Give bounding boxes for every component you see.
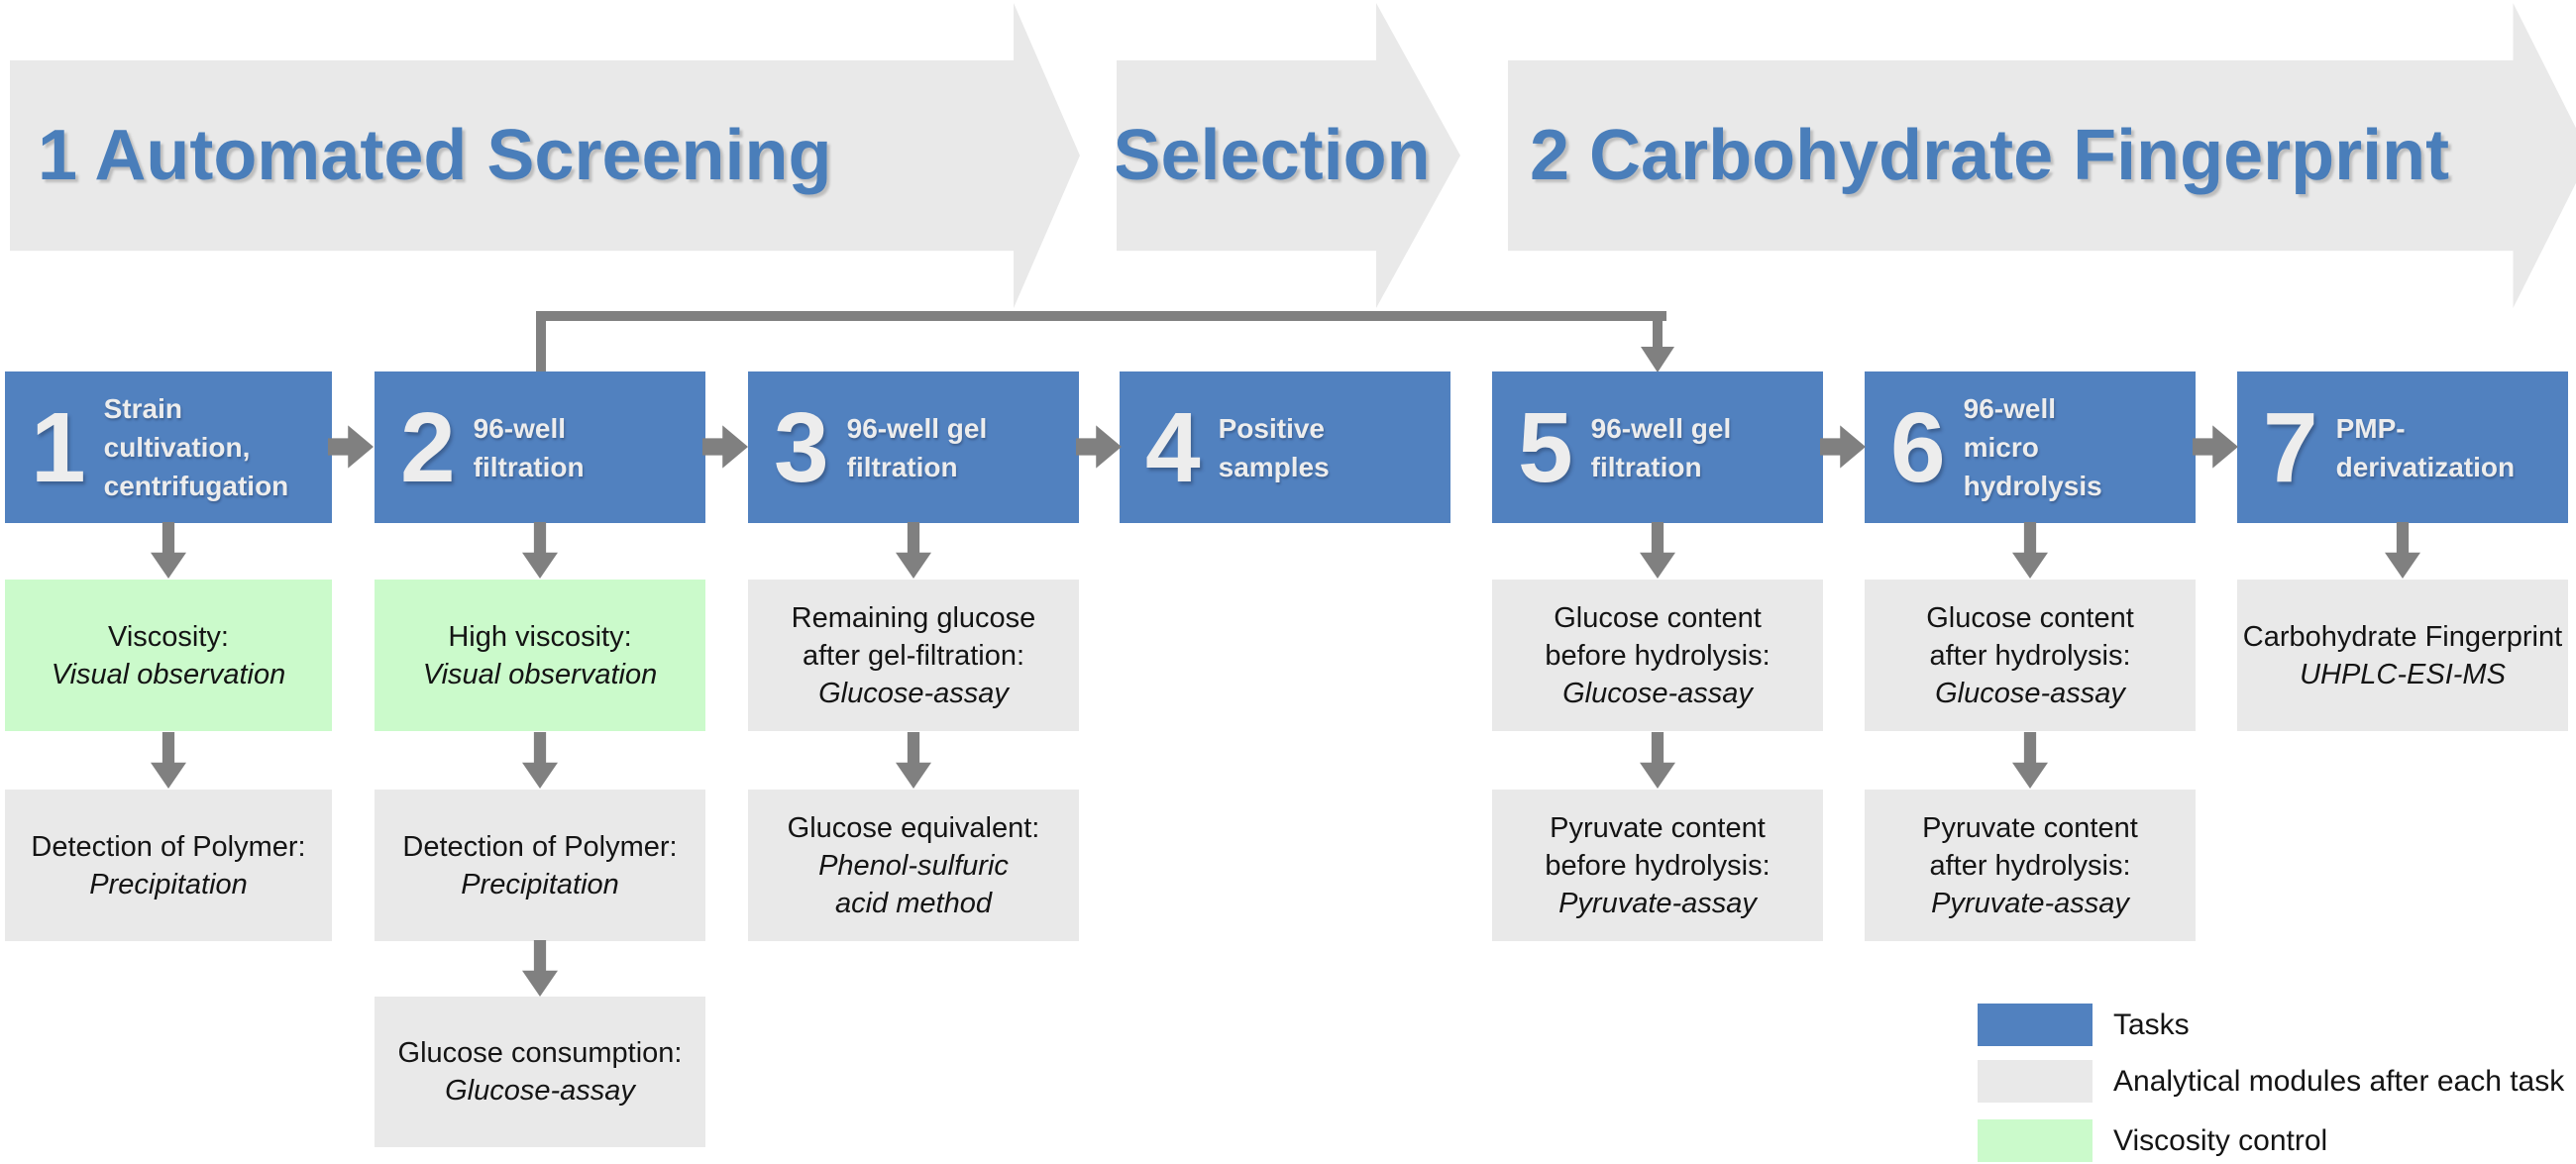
legend-swatch-analytical-modules bbox=[1978, 1060, 2093, 1103]
module-glucose-equivalent-method: Phenol-sulfuric acid method bbox=[818, 849, 1009, 919]
arrow-down-module1-icon bbox=[151, 732, 186, 789]
arrow-task6-to-task7-icon bbox=[2193, 425, 2238, 469]
task-4-number: 4 bbox=[1145, 391, 1201, 503]
arrow-down-task5-icon bbox=[1640, 522, 1675, 579]
module-viscosity: Viscosity: Visual observation bbox=[5, 580, 332, 731]
module-remaining-glucose-method: Glucose-assay bbox=[818, 677, 1009, 709]
module-pyruvate-after-method: Pyruvate-assay bbox=[1931, 887, 2129, 919]
module-detection-2-method: Precipitation bbox=[461, 868, 619, 900]
banner-selection: Selection bbox=[1117, 3, 1460, 308]
module-glucose-after-title: Glucose content after hydrolysis: bbox=[1926, 601, 2134, 672]
task-6-label: 96-well micro hydrolysis bbox=[1963, 393, 2102, 501]
module-glucose-before-hydrolysis: Glucose content before hydrolysis: Gluco… bbox=[1492, 580, 1823, 731]
module-glucose-consumption-title: Glucose consumption: bbox=[397, 1037, 683, 1069]
task-box-7: 7 PMP- derivatization bbox=[2237, 371, 2568, 523]
arrow-task5-to-task6-icon bbox=[1820, 425, 1866, 469]
module-glucose-consumption: Glucose consumption: Glucose-assay bbox=[375, 997, 705, 1147]
module-detection-polymer-1: Detection of Polymer: Precipitation bbox=[5, 790, 332, 941]
legend-label-analytical-modules: Analytical modules after each task bbox=[2113, 1065, 2565, 1098]
legend-label-tasks: Tasks bbox=[2113, 1008, 2190, 1041]
task-box-3: 3 96-well gel filtration bbox=[748, 371, 1079, 523]
module-detection-2-title: Detection of Polymer: bbox=[402, 830, 678, 863]
task-6-number: 6 bbox=[1890, 391, 1946, 503]
module-detection-1-method: Precipitation bbox=[89, 868, 248, 900]
module-glucose-equivalent-title: Glucose equivalent: bbox=[787, 811, 1040, 844]
module-glucose-before-method: Glucose-assay bbox=[1562, 677, 1753, 709]
arrow-task2-to-task3-icon bbox=[702, 425, 748, 469]
module-pyruvate-after-title: Pyruvate content after hydrolysis: bbox=[1922, 811, 2138, 882]
banner-automated-screening-label: 1 Automated Screening bbox=[38, 116, 832, 195]
task-7-label: PMP- derivatization bbox=[2335, 412, 2516, 482]
module-fingerprint-method: UHPLC-ESI-MS bbox=[2300, 658, 2506, 690]
module-remaining-glucose-title: Remaining glucose after gel-filtration: bbox=[791, 601, 1036, 672]
arrow-task1-to-task2-icon bbox=[328, 425, 374, 469]
task-box-1: 1 Strain cultivation, centrifugation bbox=[5, 371, 332, 523]
legend-swatch-viscosity-control bbox=[1978, 1119, 2093, 1162]
task-box-5: 5 96-well gel filtration bbox=[1492, 371, 1823, 523]
banner-selection-label: Selection bbox=[1113, 116, 1431, 195]
arrow-down-module2-icon bbox=[522, 732, 558, 789]
module-high-viscosity-method: Visual observation bbox=[422, 658, 658, 690]
module-detection-1-title: Detection of Polymer: bbox=[31, 830, 306, 863]
module-pyruvate-after-hydrolysis: Pyruvate content after hydrolysis: Pyruv… bbox=[1865, 790, 2196, 941]
module-carbohydrate-fingerprint: Carbohydrate Fingerprint UHPLC-ESI-MS bbox=[2237, 580, 2568, 731]
selection-connector-arrowhead-icon bbox=[1641, 347, 1674, 372]
module-pyruvate-before-method: Pyruvate-assay bbox=[1558, 887, 1757, 919]
arrow-down-module5-icon bbox=[1640, 732, 1675, 789]
arrow-down-module2b-icon bbox=[522, 940, 558, 997]
arrow-down-task1-icon bbox=[151, 522, 186, 579]
arrow-down-task6-icon bbox=[2012, 522, 2048, 579]
module-viscosity-method: Visual observation bbox=[51, 658, 286, 690]
legend-label-viscosity-control: Viscosity control bbox=[2113, 1124, 2328, 1157]
task-box-4: 4 Positive samples bbox=[1120, 371, 1450, 523]
arrow-down-task2-icon bbox=[522, 522, 558, 579]
task-3-label: 96-well gel filtration bbox=[846, 412, 988, 482]
module-pyruvate-before-title: Pyruvate content before hydrolysis: bbox=[1545, 811, 1771, 882]
module-glucose-equivalent: Glucose equivalent: Phenol-sulfuric acid… bbox=[748, 790, 1079, 941]
banner-carbohydrate-fingerprint-label: 2 Carbohydrate Fingerprint bbox=[1530, 116, 2450, 195]
module-high-viscosity-title: High viscosity: bbox=[448, 620, 632, 653]
task-5-label: 96-well gel filtration bbox=[1590, 412, 1732, 482]
module-glucose-after-method: Glucose-assay bbox=[1935, 677, 2125, 709]
module-detection-polymer-2: Detection of Polymer: Precipitation bbox=[375, 790, 705, 941]
task-5-number: 5 bbox=[1518, 391, 1573, 503]
banner-carbohydrate-fingerprint: 2 Carbohydrate Fingerprint bbox=[1508, 3, 2576, 308]
task-4-label: Positive samples bbox=[1218, 412, 1330, 482]
task-2-number: 2 bbox=[400, 391, 456, 503]
task-1-label: Strain cultivation, centrifugation bbox=[103, 393, 289, 501]
module-remaining-glucose: Remaining glucose after gel-filtration: … bbox=[748, 580, 1079, 731]
module-glucose-consumption-method: Glucose-assay bbox=[445, 1075, 635, 1107]
banner-automated-screening: 1 Automated Screening bbox=[10, 3, 1080, 308]
arrow-down-module6-icon bbox=[2012, 732, 2048, 789]
module-high-viscosity: High viscosity: Visual observation bbox=[375, 580, 705, 731]
arrow-task3-to-task4-icon bbox=[1076, 425, 1122, 469]
arrow-down-task7-icon bbox=[2385, 522, 2420, 579]
arrow-down-module3-icon bbox=[896, 732, 931, 789]
module-pyruvate-before-hydrolysis: Pyruvate content before hydrolysis: Pyru… bbox=[1492, 790, 1823, 941]
selection-connector-vertical-left bbox=[536, 311, 546, 371]
task-2-label: 96-well filtration bbox=[473, 412, 585, 482]
selection-connector-horizontal bbox=[536, 311, 1666, 321]
task-box-6: 6 96-well micro hydrolysis bbox=[1865, 371, 2196, 523]
legend-swatch-tasks bbox=[1978, 1004, 2093, 1046]
task-7-number: 7 bbox=[2263, 391, 2318, 503]
selection-connector-vertical-right bbox=[1653, 311, 1663, 349]
module-glucose-before-title: Glucose content before hydrolysis: bbox=[1545, 601, 1771, 672]
module-glucose-after-hydrolysis: Glucose content after hydrolysis: Glucos… bbox=[1865, 580, 2196, 731]
task-3-number: 3 bbox=[774, 391, 829, 503]
task-1-number: 1 bbox=[31, 391, 86, 503]
task-box-2: 2 96-well filtration bbox=[375, 371, 705, 523]
arrow-down-task3-icon bbox=[896, 522, 931, 579]
module-fingerprint-title: Carbohydrate Fingerprint bbox=[2242, 620, 2563, 653]
module-viscosity-title: Viscosity: bbox=[108, 620, 229, 653]
